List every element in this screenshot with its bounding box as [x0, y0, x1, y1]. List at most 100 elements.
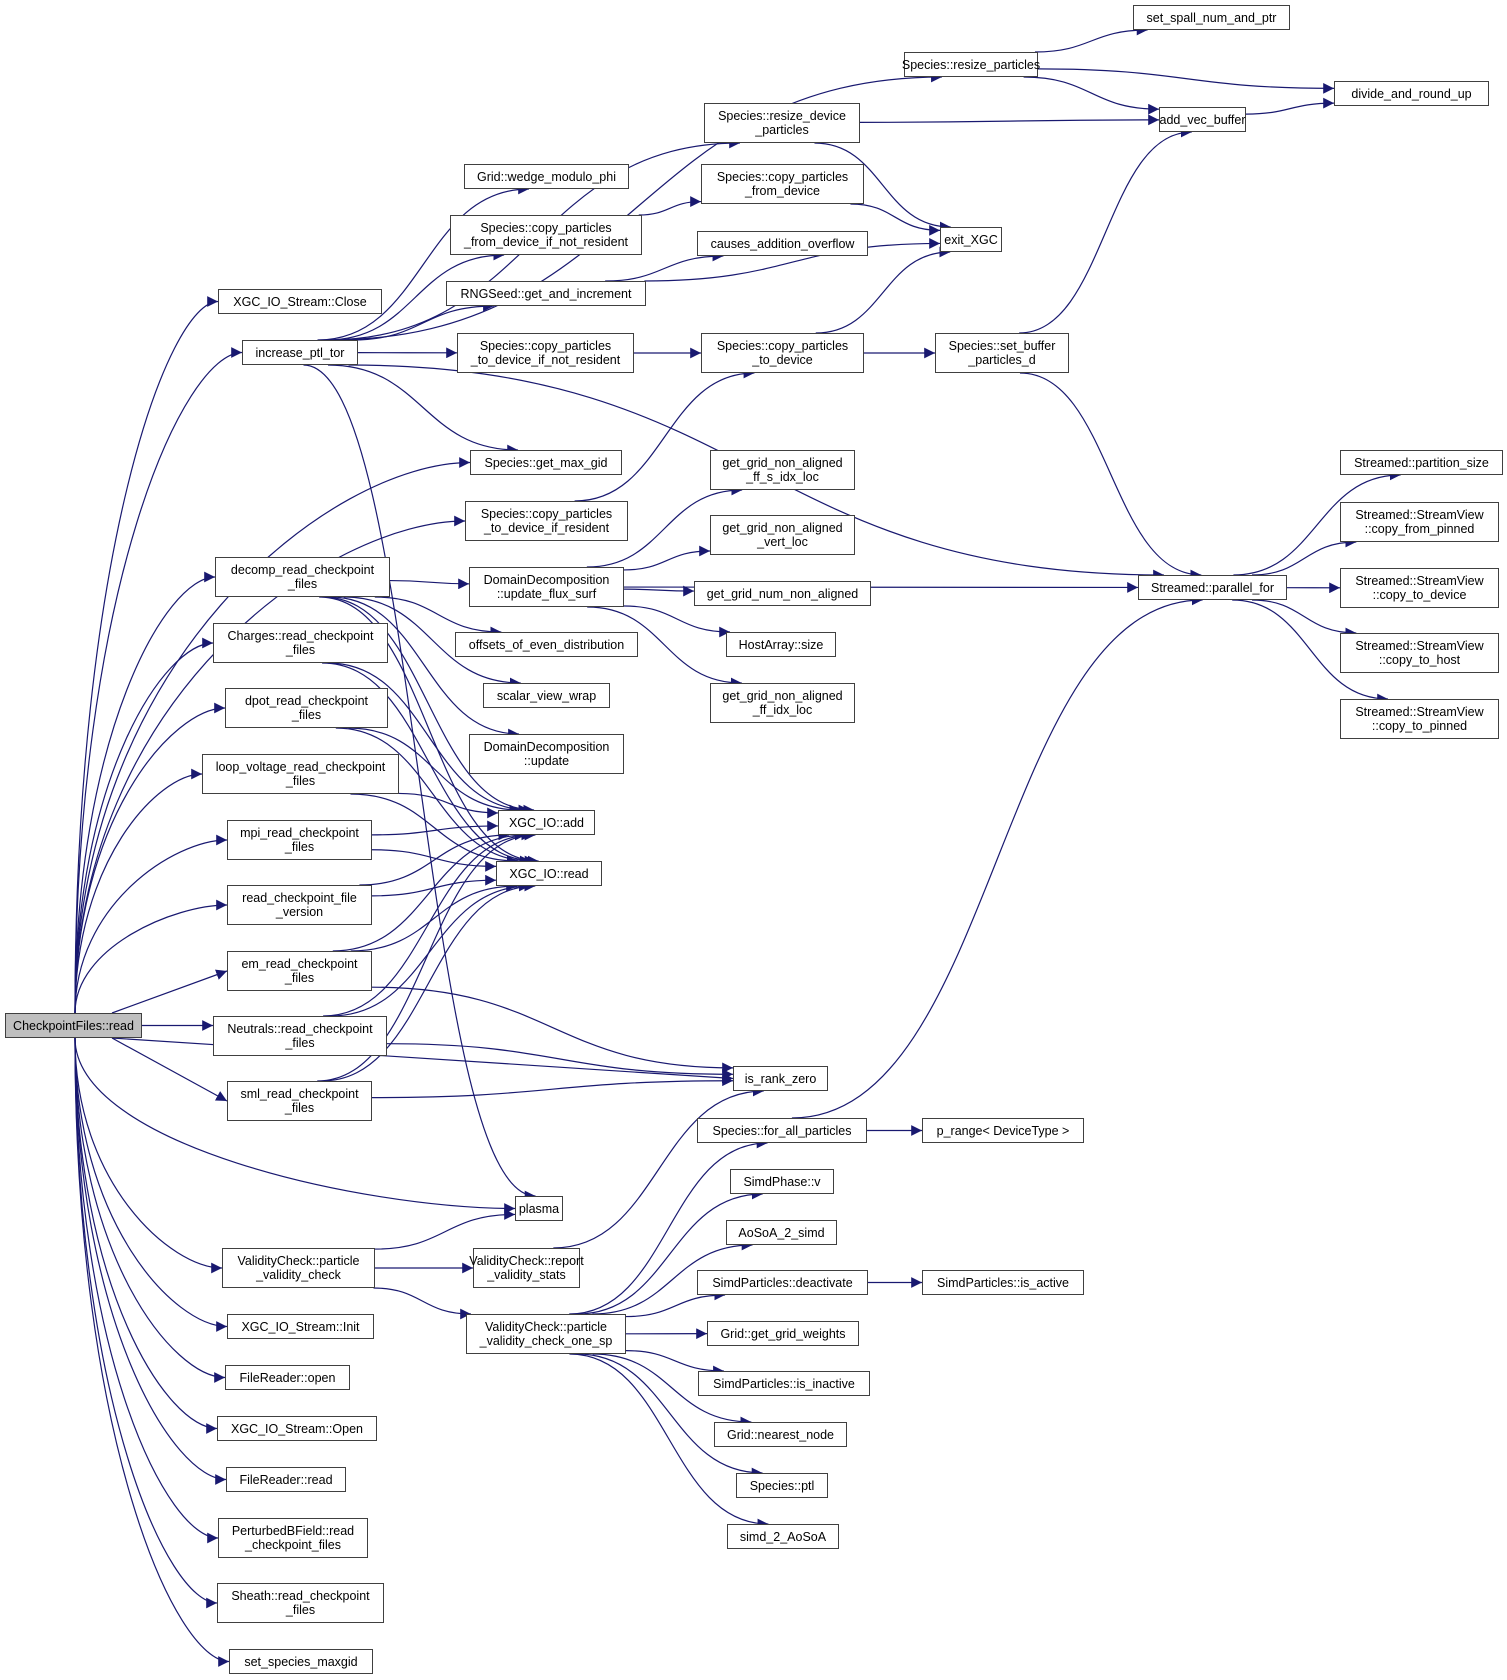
node-parallel-for[interactable]: Streamed::parallel_for — [1138, 575, 1287, 600]
edge-root-to-increase-ptl-tor — [74, 347, 243, 1014]
node-resize-particles[interactable]: Species::resize_particles — [902, 52, 1040, 77]
node-causes-overflow[interactable]: causes_addition_overflow — [697, 231, 868, 256]
node-xgc-close[interactable]: XGC_IO_Stream::Close — [218, 289, 382, 314]
node-vc-particle[interactable]: ValidityCheck::particle_validity_check — [222, 1248, 375, 1288]
node-charges-read[interactable]: Charges::read_checkpoint_files — [213, 623, 388, 663]
node-neutrals-read[interactable]: Neutrals::read_checkpoint_files — [213, 1016, 387, 1056]
node-get-max-gid[interactable]: Species::get_max_gid — [470, 450, 622, 475]
node-read-version[interactable]: read_checkpoint_file_version — [227, 885, 372, 925]
node-label-line: Species::resize_device — [718, 109, 846, 123]
node-cp-to-dev-ir[interactable]: Species::copy_particles_to_device_if_res… — [465, 501, 628, 541]
node-xgc-init[interactable]: XGC_IO_Stream::Init — [227, 1314, 374, 1339]
node-file-open[interactable]: FileReader::open — [225, 1365, 350, 1390]
edge-root-to-xgc-close — [74, 296, 219, 1014]
edge-cp-to-dev-to-exit-xgc — [815, 246, 951, 334]
node-label-line: _validity_stats — [487, 1268, 566, 1282]
node-exit-xgc[interactable]: exit_XGC — [940, 227, 1002, 252]
node-cp-to-dev-inr[interactable]: Species::copy_particles_to_device_if_not… — [457, 333, 634, 373]
edge-set-buffer-to-add-vec-buffer — [1019, 126, 1192, 334]
node-resize-device[interactable]: Species::resize_device_particles — [704, 103, 860, 143]
node-label-line: _files — [285, 643, 316, 657]
node-mpi-read[interactable]: mpi_read_checkpoint_files — [227, 820, 372, 860]
node-dd-update[interactable]: DomainDecomposition::update — [469, 734, 624, 774]
edge-root-to-perturbed-read — [74, 1037, 219, 1544]
edge-root-to-read-version — [74, 899, 228, 1014]
node-label-line: Streamed::StreamView — [1355, 639, 1484, 653]
node-sml-read[interactable]: sml_read_checkpoint_files — [227, 1081, 372, 1121]
edge-root-to-loop-voltage — [74, 768, 203, 1014]
edge-dd-update-flux-to-grid-num-na — [623, 585, 695, 597]
node-label-line: add_vec_buffer — [1159, 112, 1246, 127]
node-gna-ff-idx[interactable]: get_grid_non_aligned_ff_idx_loc — [710, 683, 855, 723]
node-xgc-open[interactable]: XGC_IO_Stream::Open — [217, 1416, 377, 1441]
node-set-maxgid[interactable]: set_species_maxgid — [229, 1649, 373, 1674]
node-p-range[interactable]: p_range< DeviceType > — [922, 1118, 1084, 1143]
node-em-read[interactable]: em_read_checkpoint_files — [227, 951, 372, 991]
node-cp-from-dev-inr[interactable]: Species::copy_particles_from_device_if_n… — [450, 215, 642, 255]
node-label-line: CheckpointFiles::read — [13, 1018, 134, 1033]
node-label-line: get_grid_non_aligned — [722, 456, 843, 470]
node-label-line: SimdParticles::is_inactive — [713, 1376, 855, 1391]
node-label-line: XGC_IO_Stream::Init — [241, 1319, 360, 1334]
node-sv-to-pinned[interactable]: Streamed::StreamView::copy_to_pinned — [1340, 699, 1499, 739]
node-divide-round[interactable]: divide_and_round_up — [1334, 81, 1489, 106]
node-offsets-even[interactable]: offsets_of_even_distribution — [455, 632, 638, 657]
node-label-line: ::copy_to_host — [1378, 653, 1461, 667]
node-species-ptl[interactable]: Species::ptl — [736, 1473, 828, 1498]
node-simdphase-v[interactable]: SimdPhase::v — [730, 1169, 834, 1194]
edge-resize-device-to-exit-xgc — [814, 142, 951, 233]
node-decomp-read[interactable]: decomp_read_checkpoint_files — [215, 557, 390, 597]
edge-root-to-em-read — [111, 969, 228, 1014]
node-grid-num-na[interactable]: get_grid_num_non_aligned — [694, 581, 871, 606]
node-rng-seed[interactable]: RNGSeed::get_and_increment — [446, 281, 646, 306]
node-simd-deactivate[interactable]: SimdParticles::deactivate — [697, 1270, 868, 1295]
node-for-all-particles[interactable]: Species::for_all_particles — [697, 1118, 867, 1143]
node-nearest-node[interactable]: Grid::nearest_node — [714, 1422, 847, 1447]
node-scalar-view[interactable]: scalar_view_wrap — [483, 683, 610, 708]
edge-root-to-dpot-read — [74, 702, 226, 1014]
node-host-size[interactable]: HostArray::size — [726, 632, 836, 657]
node-label-line: ValidityCheck::particle — [237, 1254, 360, 1268]
node-xgc-read[interactable]: XGC_IO::read — [496, 861, 602, 886]
node-set-buffer[interactable]: Species::set_buffer_particles_d — [935, 333, 1069, 373]
edge-charges-read-to-xgc-read — [322, 662, 536, 867]
node-xgc-add[interactable]: XGC_IO::add — [498, 810, 595, 835]
node-simd-2-aosoa[interactable]: simd_2_AoSoA — [727, 1524, 839, 1549]
node-grid-weights[interactable]: Grid::get_grid_weights — [707, 1321, 859, 1346]
node-label-line: _validity_check_one_sp — [479, 1334, 613, 1348]
node-label-line: Grid::get_grid_weights — [720, 1326, 846, 1341]
edge-add-vec-buffer-to-divide-round — [1245, 97, 1335, 115]
node-vc-report[interactable]: ValidityCheck::report_validity_stats — [469, 1248, 584, 1288]
node-sv-from-pinned[interactable]: Streamed::StreamView::copy_from_pinned — [1340, 502, 1499, 542]
node-label-line: simd_2_AoSoA — [739, 1529, 827, 1544]
node-label-line: is_rank_zero — [744, 1071, 817, 1086]
node-sv-to-host[interactable]: Streamed::StreamView::copy_to_host — [1340, 633, 1499, 673]
node-sheath-read[interactable]: Sheath::read_checkpoint_files — [217, 1583, 384, 1623]
node-plasma[interactable]: plasma — [515, 1196, 563, 1221]
node-increase-ptl-tor[interactable]: increase_ptl_tor — [242, 340, 358, 365]
node-file-read[interactable]: FileReader::read — [226, 1467, 346, 1492]
node-is-rank-zero[interactable]: is_rank_zero — [733, 1066, 828, 1091]
node-simd-is-inactive[interactable]: SimdParticles::is_inactive — [698, 1371, 870, 1396]
node-aosoa-2-simd[interactable]: AoSoA_2_simd — [726, 1220, 837, 1245]
node-vc-one-sp[interactable]: ValidityCheck::particle_validity_check_o… — [466, 1314, 626, 1354]
node-partition-size[interactable]: Streamed::partition_size — [1340, 450, 1503, 475]
node-gna-vert[interactable]: get_grid_non_aligned_vert_loc — [710, 515, 855, 555]
node-sv-to-device[interactable]: Streamed::StreamView::copy_to_device — [1340, 568, 1499, 608]
node-simd-is-active[interactable]: SimdParticles::is_active — [922, 1270, 1084, 1295]
edge-em-read-to-is-rank-zero — [371, 986, 734, 1074]
node-perturbed-read[interactable]: PerturbedBField::read_checkpoint_files — [218, 1518, 368, 1558]
node-loop-voltage[interactable]: loop_voltage_read_checkpoint_files — [202, 754, 399, 794]
node-label-line: _files — [284, 971, 315, 985]
node-cp-from-dev[interactable]: Species::copy_particles_from_device — [701, 164, 864, 204]
edge-dd-update-flux-to-gna-vert — [623, 545, 711, 571]
node-add-vec-buffer[interactable]: add_vec_buffer — [1159, 107, 1246, 132]
node-cp-to-dev[interactable]: Species::copy_particles_to_device — [701, 333, 864, 373]
node-dpot-read[interactable]: dpot_read_checkpoint_files — [225, 688, 388, 728]
node-gna-ff-s[interactable]: get_grid_non_aligned_ff_s_idx_loc — [710, 450, 855, 490]
edge-root-to-sheath-read — [74, 1037, 218, 1609]
node-set-spall[interactable]: set_spall_num_and_ptr — [1133, 5, 1290, 30]
node-wedge-modulo[interactable]: Grid::wedge_modulo_phi — [464, 164, 629, 189]
edge-resize-device-to-add-vec-buffer — [859, 114, 1160, 126]
node-dd-update-flux[interactable]: DomainDecomposition::update_flux_surf — [469, 567, 624, 607]
